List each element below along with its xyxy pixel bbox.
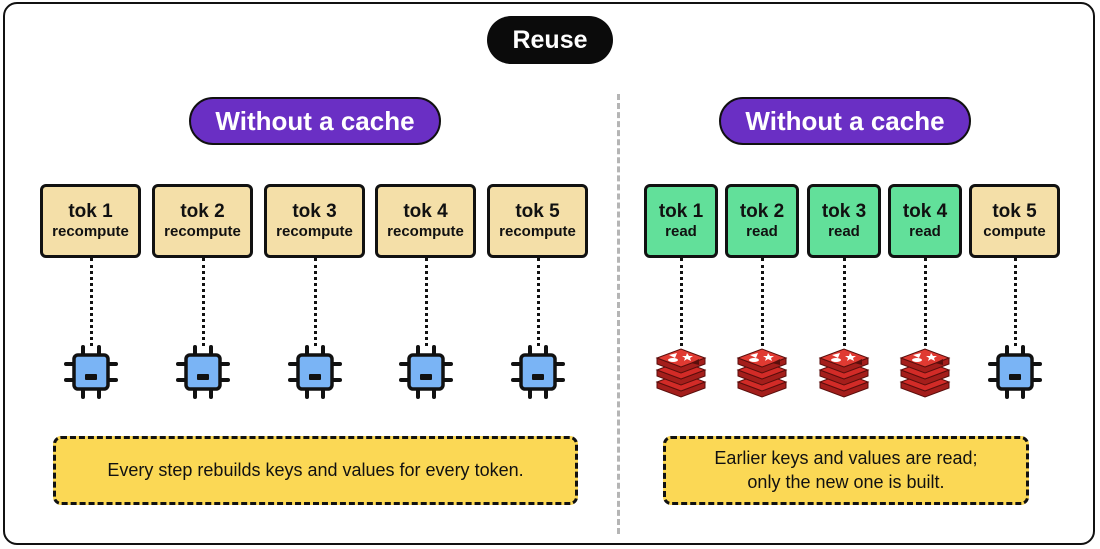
note-line-2: only the new one is built.: [747, 471, 945, 492]
left-explanation-note: Every step rebuilds keys and values for …: [53, 436, 578, 505]
token-action: recompute: [499, 223, 576, 241]
right-connector-5: [1014, 258, 1017, 346]
token-action: recompute: [276, 223, 353, 241]
left-connector-1: [90, 258, 93, 346]
cpu-chip-icon: [175, 344, 231, 400]
left-connector-4: [425, 258, 428, 346]
token-name: tok 4: [403, 201, 448, 223]
token-action: read: [746, 223, 778, 241]
right-connector-3: [843, 258, 846, 346]
redis-cache-icon: [734, 344, 790, 400]
left-token-5: tok 5 recompute: [487, 184, 588, 258]
cpu-chip-icon: [287, 344, 343, 400]
right-section-heading: Without a cache: [719, 97, 971, 145]
token-action: recompute: [387, 223, 464, 241]
left-token-4: tok 4 recompute: [375, 184, 476, 258]
token-name: tok 2: [180, 201, 225, 223]
left-token-1: tok 1 recompute: [40, 184, 141, 258]
note-line-1: Earlier keys and values are read;: [714, 448, 978, 469]
cpu-chip-icon: [510, 344, 566, 400]
token-action: read: [665, 223, 697, 241]
section-divider: [617, 94, 620, 534]
right-connector-4: [924, 258, 927, 346]
token-name: tok 5: [992, 201, 1037, 223]
cpu-chip-icon: [987, 344, 1043, 400]
cpu-chip-icon: [63, 344, 119, 400]
token-name: tok 1: [68, 201, 113, 223]
redis-cache-icon: [816, 344, 872, 400]
token-name: tok 4: [902, 201, 948, 223]
right-token-2: tok 2 read: [725, 184, 799, 258]
diagram-title: Reuse: [487, 16, 613, 64]
left-section-heading: Without a cache: [189, 97, 441, 145]
token-name: tok 3: [821, 201, 867, 223]
left-connector-5: [537, 258, 540, 346]
token-action: recompute: [164, 223, 241, 241]
token-name: tok 2: [739, 201, 785, 223]
left-token-2: tok 2 recompute: [152, 184, 253, 258]
token-name: tok 5: [515, 201, 560, 223]
left-token-3: tok 3 recompute: [264, 184, 365, 258]
left-connector-2: [202, 258, 205, 346]
right-token-1: tok 1 read: [644, 184, 718, 258]
right-connector-2: [761, 258, 764, 346]
redis-cache-icon: [897, 344, 953, 400]
cpu-chip-icon: [398, 344, 454, 400]
right-token-5: tok 5 compute: [969, 184, 1060, 258]
token-action: read: [909, 223, 941, 241]
redis-cache-icon: [653, 344, 709, 400]
token-name: tok 3: [292, 201, 337, 223]
right-explanation-note: Earlier keys and values are read; only t…: [663, 436, 1029, 505]
token-action: recompute: [52, 223, 129, 241]
left-connector-3: [314, 258, 317, 346]
token-action: read: [828, 223, 860, 241]
right-token-3: tok 3 read: [807, 184, 881, 258]
right-token-4: tok 4 read: [888, 184, 962, 258]
token-name: tok 1: [658, 201, 704, 223]
right-connector-1: [680, 258, 683, 346]
token-action: compute: [983, 223, 1046, 241]
